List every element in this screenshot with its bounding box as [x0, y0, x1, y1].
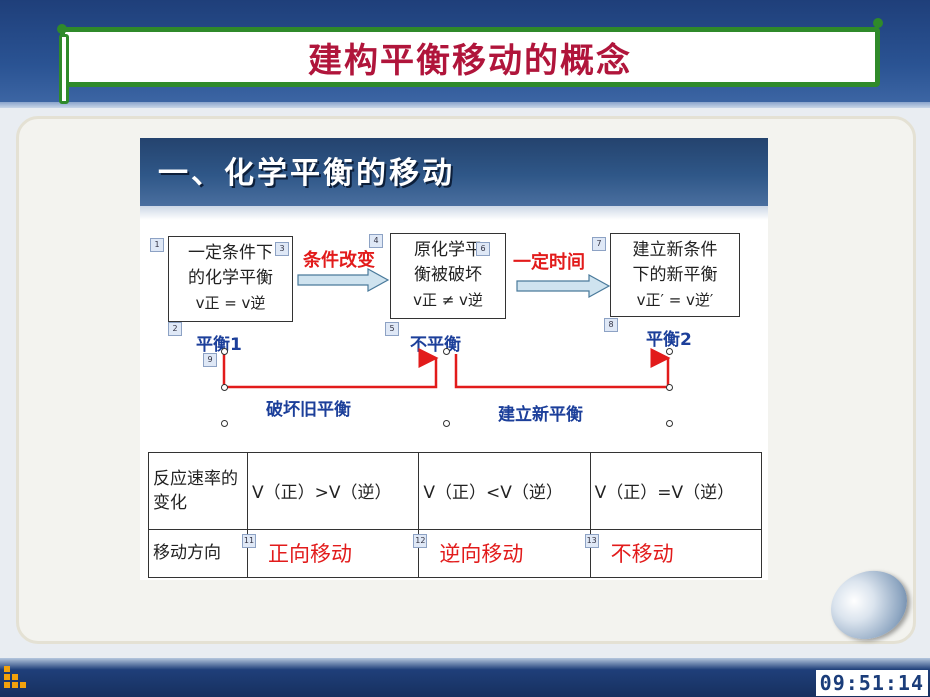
grid-icon	[4, 666, 26, 688]
state-box-broken: 原化学平 衡被破坏 v正 ≠ v逆	[390, 233, 506, 319]
box3-eq: v正′ = v逆′	[636, 291, 714, 309]
box2-eq: v正 ≠ v逆	[413, 291, 483, 309]
arrow-time	[516, 274, 611, 298]
row2-header: 移动方向	[148, 528, 248, 579]
frame-handle	[57, 24, 67, 34]
handle	[221, 348, 228, 355]
marker-13: 13	[584, 533, 599, 548]
marker-5: 5	[385, 322, 399, 336]
section-header-text: 一、化学平衡的移动	[158, 156, 455, 191]
handle	[443, 420, 450, 427]
arrow-condition-change	[297, 268, 390, 292]
marker-8: 8	[604, 318, 618, 332]
table-row: 反应速率的变化 V（正）>V（逆） V（正）<V（逆） V（正）=V（逆）	[148, 452, 763, 530]
marker-1: 1	[150, 238, 164, 252]
marker-3: 3	[275, 242, 289, 256]
cell-reverse-text: 逆向移动	[439, 542, 524, 567]
rate-table: 反应速率的变化 V（正）>V（逆） V（正）<V（逆） V（正）=V（逆） 移动…	[148, 452, 763, 579]
table-cell-reverse: 12 逆向移动	[413, 528, 591, 579]
handle	[666, 384, 673, 391]
box2-line2: 衡被破坏	[414, 265, 482, 285]
cell-forward-text: 正向移动	[268, 542, 352, 567]
clock-display: 09:51:14	[815, 670, 928, 696]
box2-line1: 原化学平	[414, 240, 482, 260]
cell-none-text: 不移动	[610, 542, 674, 567]
marker-9: 9	[203, 353, 217, 367]
page-title: 建构平衡移动的概念	[308, 40, 632, 81]
marker-2: 2	[168, 322, 182, 336]
handle	[666, 420, 673, 427]
state-label-1: 平衡1	[196, 335, 242, 355]
table-cell: V（正）=V（逆）	[589, 452, 763, 530]
path2-label: 建立新平衡	[498, 405, 583, 425]
title-frame-edge	[59, 34, 69, 104]
bottom-bar	[0, 658, 930, 697]
content-top-fade	[140, 206, 768, 220]
arrow2-label: 一定时间	[513, 252, 585, 273]
handle	[443, 348, 450, 355]
table-cell-none: 13 不移动	[584, 528, 763, 579]
state-box-new: 建立新条件 下的新平衡 v正′ = v逆′	[610, 233, 740, 317]
arrow1-label: 条件改变	[303, 250, 375, 271]
table-cell: V（正）>V（逆）	[246, 452, 420, 530]
table-cell-forward: 11 正向移动	[242, 528, 420, 579]
handle	[221, 384, 228, 391]
box3-line1: 建立新条件	[632, 240, 718, 260]
marker-12: 12	[413, 533, 428, 548]
marker-7: 7	[592, 237, 606, 251]
handle	[221, 420, 228, 427]
section-header: 一、化学平衡的移动	[140, 138, 768, 206]
marker-6: 6	[476, 242, 490, 256]
box1-eq: v正 = v逆	[195, 294, 266, 312]
path1-label: 破坏旧平衡	[266, 400, 351, 420]
box1-line2: 的化学平衡	[188, 268, 273, 288]
title-frame: 建构平衡移动的概念	[57, 18, 883, 104]
frame-handle	[873, 18, 883, 28]
state-box-initial: 一定条件下 的化学平衡 v正 = v逆	[168, 236, 293, 322]
handle	[666, 348, 673, 355]
path-arrows	[222, 348, 671, 389]
marker-4: 4	[369, 234, 383, 248]
state-label-3: 平衡2	[646, 330, 692, 350]
marker-11: 11	[242, 533, 256, 548]
table-row: 移动方向 11 正向移动 12 逆向移动 13 不移动	[148, 528, 763, 579]
table-cell: V（正）<V（逆）	[418, 452, 591, 530]
row1-header: 反应速率的变化	[148, 452, 248, 530]
box1-line1: 一定条件下	[188, 243, 273, 263]
box3-line2: 下的新平衡	[632, 265, 718, 285]
